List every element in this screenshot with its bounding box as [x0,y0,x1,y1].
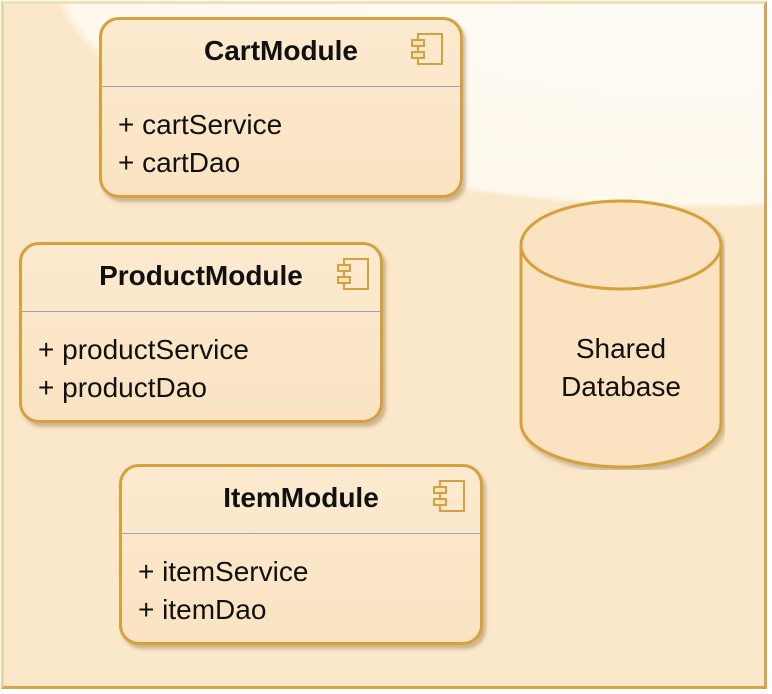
cart-module-attributes: + cartService + cartDao [118,106,282,182]
database-top-rim [519,244,723,291]
item-module[interactable]: ItemModule + itemService + itemDao [119,464,483,645]
cart-dao-attribute: + cartDao [118,147,241,178]
product-module-title: ProductModule [99,260,303,291]
product-module-attributes: + productService + productDao [38,331,249,407]
product-module[interactable]: ProductModule + productService + product… [19,242,383,423]
cart-service-attribute: + cartService [118,109,283,140]
database-body [519,199,723,469]
item-service-attribute: + itemService [138,556,309,587]
shared-database-label: Shared Database [517,330,725,406]
cart-module[interactable]: CartModule + cartService + cartDao [99,17,463,198]
shared-database-cylinder[interactable] [517,195,725,470]
component-icon [337,258,369,290]
product-service-attribute: + productService [38,334,249,365]
database-label-line2: Database [561,371,681,402]
component-icon [411,33,443,65]
cart-module-title: CartModule [204,35,358,66]
item-module-divider [122,533,480,534]
product-module-divider [22,311,380,312]
database-label-line1: Shared [575,333,667,364]
cart-module-divider [102,86,460,87]
item-module-title: ItemModule [223,482,379,513]
component-icon [433,480,465,512]
item-module-attributes: + itemService + itemDao [138,553,308,629]
product-dao-attribute: + productDao [38,372,207,403]
item-dao-attribute: + itemDao [138,594,267,625]
